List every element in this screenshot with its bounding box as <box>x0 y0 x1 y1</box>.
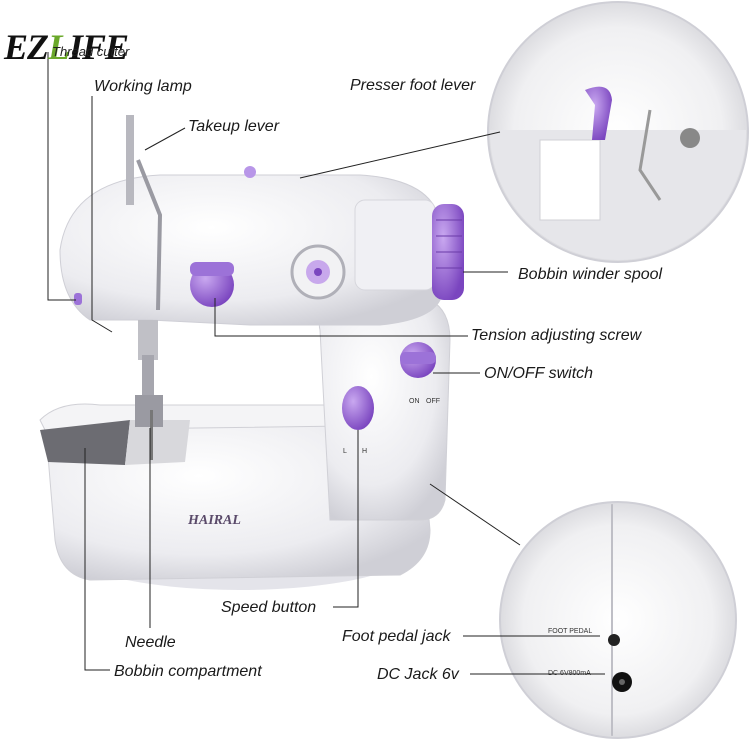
label-on-off-switch: ON/OFF switch <box>484 365 594 382</box>
tension-knob <box>190 262 234 307</box>
thread-cutter-icon <box>74 293 82 305</box>
label-needle: Needle <box>125 634 176 651</box>
presser-foot-assembly <box>135 320 163 460</box>
label-foot-pedal-jack: Foot pedal jack <box>342 628 451 645</box>
label-working-lamp: Working lamp <box>94 78 192 95</box>
zoom-jacks <box>499 501 737 739</box>
label-bobbin-winder-spool: Bobbin winder spool <box>518 266 663 283</box>
stitch-dial <box>290 244 346 300</box>
label-tension-adjusting-screw: Tension adjusting screw <box>471 327 642 344</box>
bobbin-winder-spool-wheel <box>432 204 464 300</box>
takeup-lever <box>126 115 163 311</box>
zoom-presser-foot-lever <box>487 1 749 263</box>
label-speed-button: Speed button <box>221 599 317 616</box>
speed-mark-low: L <box>343 448 347 455</box>
machine-arm <box>59 174 441 326</box>
machine-pillar <box>318 299 451 521</box>
label-presser-foot-lever: Presser foot lever <box>350 77 476 94</box>
foot-pedal-jack-mark: FOOT PEDAL <box>548 628 593 635</box>
speed-button-knob <box>342 386 374 430</box>
machine-brand-mark: HAIRAL <box>188 513 241 528</box>
spool-pin-icon <box>244 166 256 178</box>
leader-lines <box>47 52 605 675</box>
on-off-switch-knob <box>400 342 436 378</box>
label-takeup-lever: Takeup lever <box>188 118 280 135</box>
thread-cutter-label: Thread cutter <box>52 44 130 59</box>
speed-mark-high: H <box>362 448 368 455</box>
switch-mark-off: OFF <box>426 398 440 405</box>
label-bobbin-compartment: Bobbin compartment <box>114 663 262 680</box>
brand-logo: EZLIFE <box>4 27 129 67</box>
dc-jack-mark: DC 6V800mA <box>548 670 591 677</box>
label-dc-jack: DC Jack 6v <box>377 666 459 683</box>
switch-mark-on: ON <box>409 398 420 405</box>
